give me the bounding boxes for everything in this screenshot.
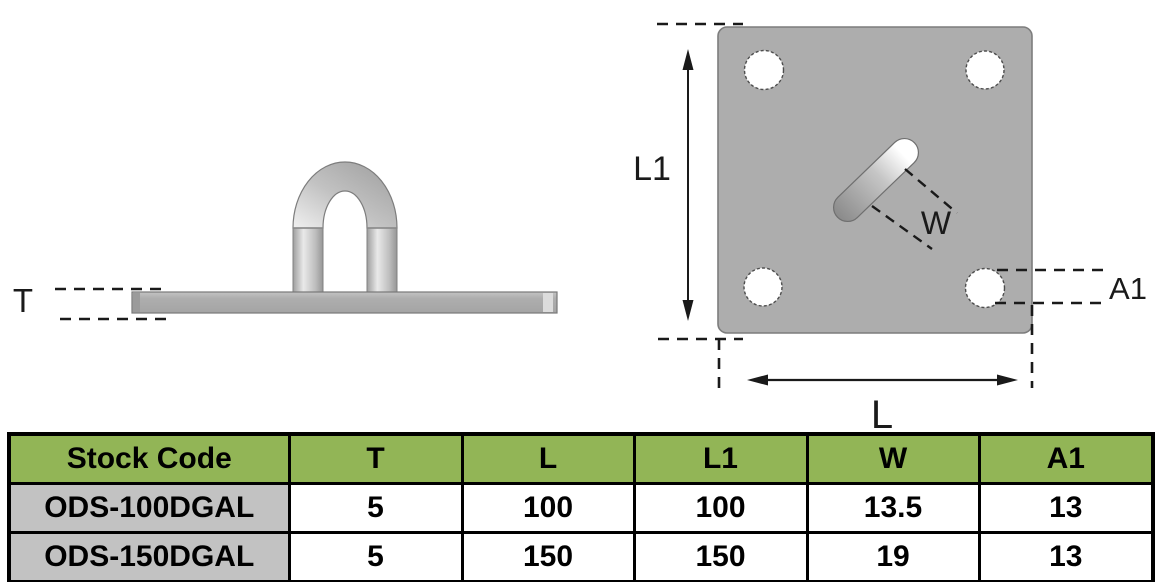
l-arrowhead-left	[747, 374, 768, 386]
header-l1: L1	[632, 432, 809, 485]
eye-loop-left-leg	[292, 226, 324, 294]
value-cell-l1: 100	[632, 482, 809, 534]
l1-arrowhead-bottom	[682, 300, 694, 321]
value-cell-l: 100	[460, 482, 636, 534]
value-cell-a1: 13	[977, 531, 1155, 582]
l-arrowhead-right	[997, 374, 1018, 386]
spec-table: Stock Code T L L1 W A1 ODS-100DGAL 5 100…	[7, 432, 1155, 582]
stock-code-cell: ODS-100DGAL	[7, 482, 291, 534]
hole-bottom-right	[964, 267, 1006, 309]
value-cell-a1: 13	[977, 482, 1155, 534]
eye-loop-right-leg	[366, 226, 398, 294]
side-view: T	[13, 161, 558, 321]
value-cell-t: 5	[287, 482, 464, 534]
w-dash-line-upper	[904, 168, 958, 214]
hole-top-left	[743, 49, 785, 91]
top-view: L1 W A1 L	[633, 22, 1147, 430]
header-t: T	[287, 432, 464, 485]
table-row: ODS-150DGAL 5 150 150 19 13	[7, 531, 1155, 582]
table-header-row: Stock Code T L L1 W A1	[7, 432, 1155, 485]
plate-right-end-highlight	[543, 293, 553, 312]
l1-arrowhead-top	[682, 49, 694, 70]
header-stock-code: Stock Code	[7, 432, 291, 485]
dim-label-thickness: T	[13, 282, 33, 319]
side-view-plate	[131, 291, 558, 314]
dim-label-a1: A1	[1109, 271, 1147, 306]
plate-left-end-cap	[133, 293, 140, 312]
dim-label-l1: L1	[633, 150, 671, 188]
header-a1: A1	[977, 432, 1155, 485]
value-cell-l: 150	[460, 531, 636, 582]
value-cell-w: 13.5	[805, 482, 981, 534]
value-cell-w: 19	[805, 531, 981, 582]
dim-label-w: W	[921, 205, 952, 241]
eye-slot	[832, 137, 920, 223]
w-dash-line-lower	[871, 205, 933, 250]
value-cell-t: 5	[287, 531, 464, 582]
header-l: L	[460, 432, 636, 485]
table-row: ODS-100DGAL 5 100 100 13.5 13	[7, 482, 1155, 534]
dim-label-l: L	[871, 393, 893, 430]
eye-loop-arch	[292, 161, 398, 229]
technical-drawings: T L1 W	[13, 22, 1147, 430]
stock-code-cell: ODS-150DGAL	[7, 531, 291, 582]
header-w: W	[805, 432, 981, 485]
value-cell-l1: 150	[632, 531, 809, 582]
hole-top-right	[965, 50, 1005, 90]
hole-bottom-left	[743, 267, 783, 307]
